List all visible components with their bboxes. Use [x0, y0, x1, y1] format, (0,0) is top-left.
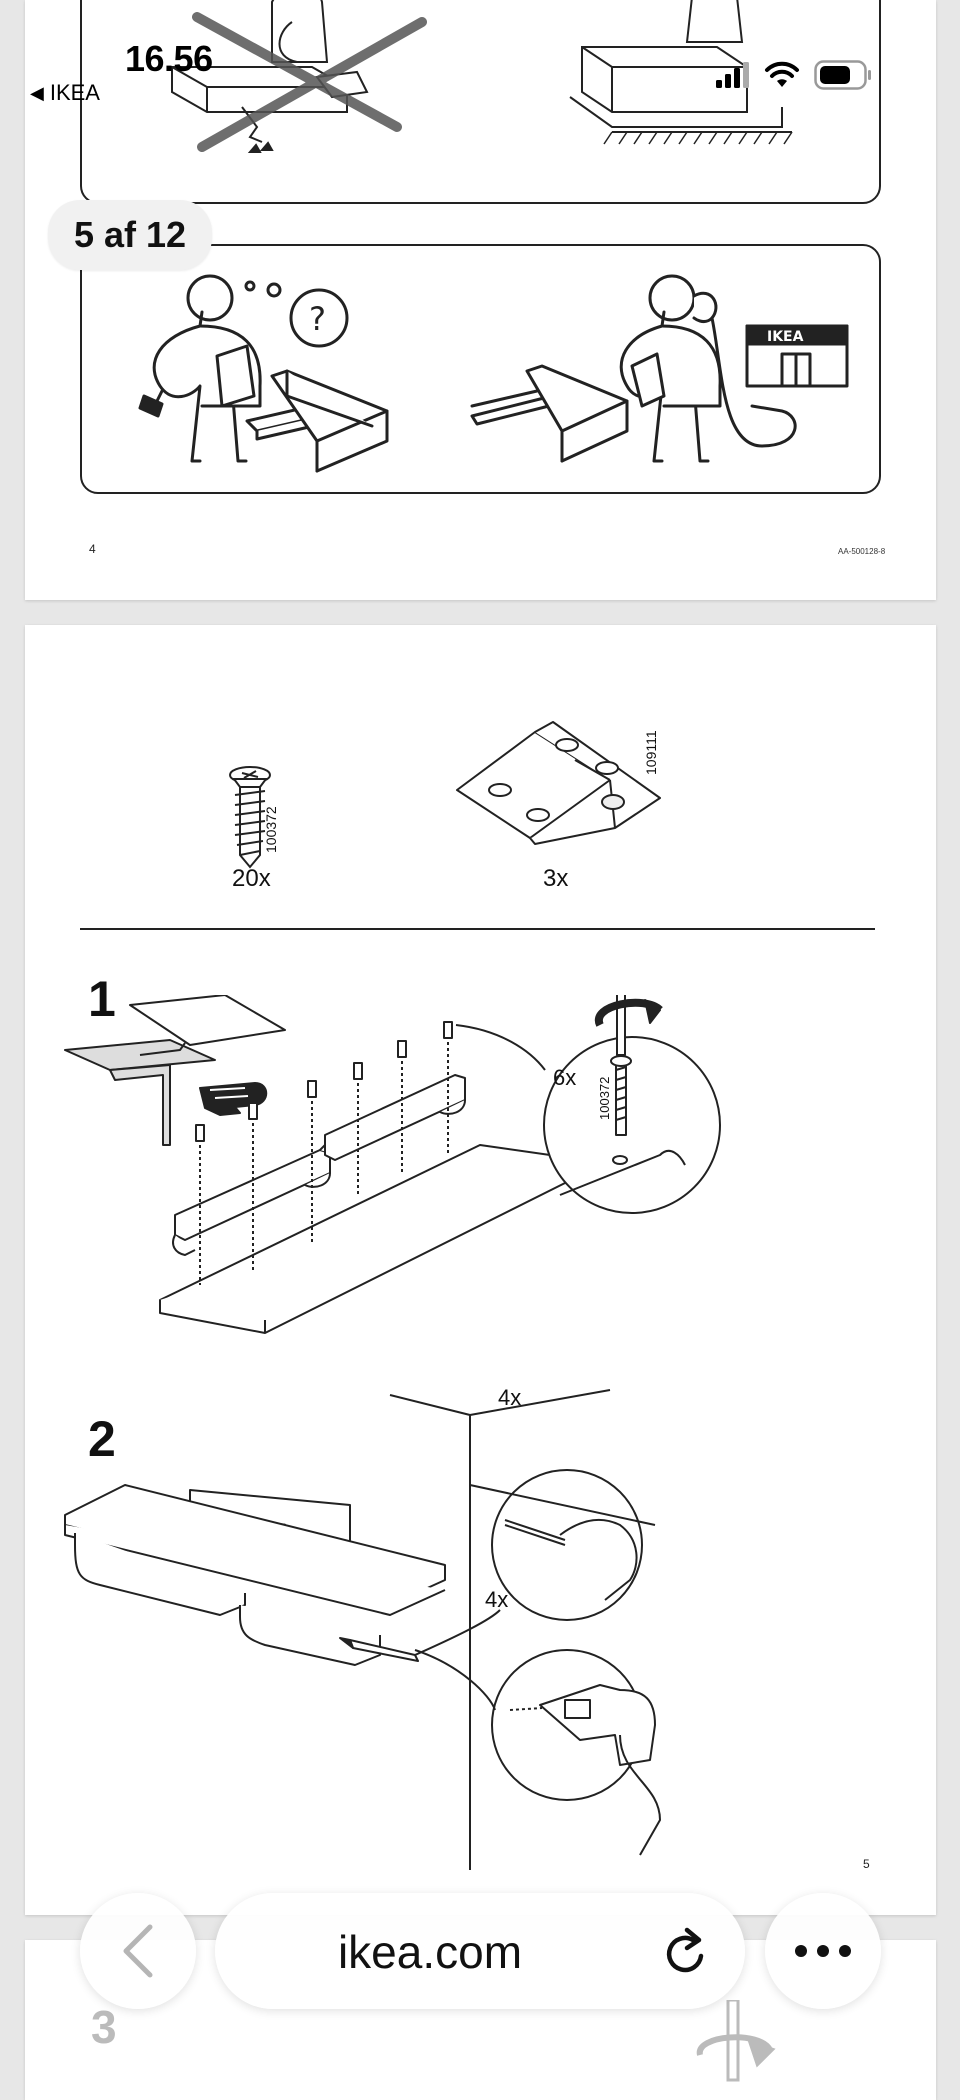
status-time: 16.56 — [125, 38, 213, 79]
screw-part-icon — [229, 766, 271, 869]
step-2-illustration — [64, 1389, 661, 1870]
battery-icon — [814, 60, 871, 90]
page-number-4: 4 — [89, 542, 96, 556]
step-2-callout-qty-2: 4x — [485, 1587, 509, 1612]
step-1-illustration — [64, 995, 721, 1334]
step-2-callout-qty-1: 4x — [498, 1385, 522, 1410]
manual-page-5: 100372 20x 109111 3x 1 — [25, 625, 936, 1915]
rotate-screwdriver-icon — [696, 2000, 776, 2082]
help-panel: ? I — [80, 244, 881, 494]
svg-text:?: ? — [309, 300, 326, 338]
page-counter-badge: 5 af 12 — [48, 200, 213, 270]
back-to-app-link[interactable]: ◀ IKEA — [30, 80, 100, 106]
hinge-part-icon — [456, 721, 661, 845]
status-icons — [716, 60, 872, 90]
manual-page-4: ? I — [25, 0, 936, 600]
back-button[interactable] — [80, 1893, 196, 2009]
step-2-number: 2 — [88, 1411, 116, 1467]
address-bar[interactable]: ikea.com — [215, 1893, 745, 2009]
step-1-callout-qty: 6x — [553, 1065, 577, 1090]
reload-icon — [666, 1927, 704, 1973]
svg-text:IKEA: IKEA — [767, 329, 804, 345]
parts-divider — [80, 928, 875, 930]
step-3-number: 3 — [91, 2001, 117, 2053]
step-1-number: 1 — [88, 971, 116, 1027]
reload-button[interactable] — [651, 1915, 723, 1987]
floor-damage-illustration — [171, 0, 793, 153]
back-triangle-icon: ◀ — [30, 82, 44, 103]
help-illustration: ? I — [138, 274, 849, 473]
cellular-signal-icon — [716, 62, 749, 88]
page-number-5: 5 — [863, 1857, 870, 1871]
screw-part-code: 100372 — [263, 806, 279, 853]
chevron-left-icon — [123, 1924, 153, 1978]
wifi-icon — [765, 61, 799, 87]
step-1-callout-code: 100372 — [597, 1076, 612, 1120]
hinge-quantity: 3x — [543, 865, 569, 892]
more-button[interactable] — [765, 1893, 881, 2009]
warning-panel — [80, 0, 881, 204]
ellipsis-icon — [795, 1945, 851, 1957]
screw-quantity: 20x — [232, 865, 271, 892]
url-text: ikea.com — [337, 1926, 523, 1978]
back-app-label: IKEA — [49, 80, 100, 105]
document-code: AA-500128-8 — [838, 547, 886, 556]
hinge-part-code: 109111 — [643, 730, 659, 775]
